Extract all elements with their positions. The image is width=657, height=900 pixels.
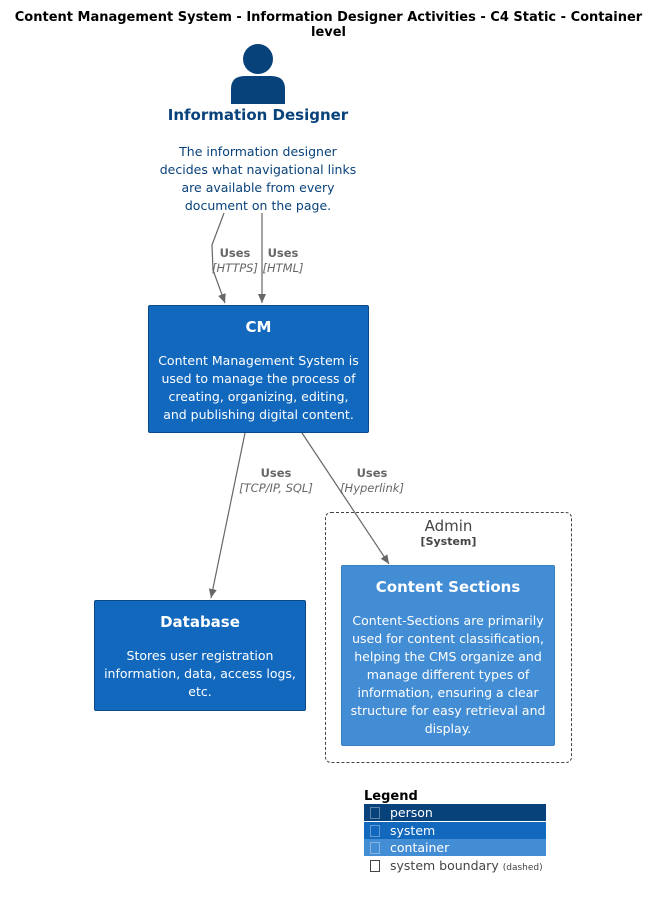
relationship-label-hyperlink: Uses [Hyperlink] xyxy=(340,466,404,495)
legend-item-system-boundary: system boundary (dashed) xyxy=(364,857,546,874)
container-content-sections[interactable]: Content Sections Content-Sections are pr… xyxy=(341,565,555,746)
system-database-name: Database xyxy=(160,613,240,631)
boundary-admin: Admin [System] xyxy=(325,512,572,763)
legend-swatch-icon xyxy=(370,860,380,872)
person-icon xyxy=(231,44,285,104)
arrow-cm-to-database xyxy=(208,432,246,599)
legend-item-person: person xyxy=(364,804,546,821)
arrow-cm-to-content-sections xyxy=(301,432,390,565)
relationship-label-tcpip-sql: Uses [TCP/IP, SQL] xyxy=(239,466,313,495)
boundary-type: [System] xyxy=(420,535,477,548)
legend-swatch-icon xyxy=(370,825,380,837)
system-database-description: Stores user registration information, da… xyxy=(104,648,296,699)
diagram-title: Content Management System - Information … xyxy=(14,10,643,40)
legend-title: Legend xyxy=(364,789,418,804)
relationship-label-https: Uses [HTTPS] xyxy=(212,246,258,275)
legend-swatch-icon xyxy=(370,842,380,854)
legend-swatch-icon xyxy=(370,807,380,819)
system-database[interactable]: Database Stores user registration inform… xyxy=(94,600,306,711)
system-cm-description: Content Management System is used to man… xyxy=(158,353,359,422)
system-cm-name: CM xyxy=(245,318,272,336)
boundary-name: Admin xyxy=(424,517,473,535)
legend-item-container: container xyxy=(364,839,546,856)
container-description: Content-Sections are primarily used for … xyxy=(350,613,546,736)
container-name: Content Sections xyxy=(375,578,521,596)
person-description: The information designer decides what na… xyxy=(159,144,357,213)
legend-item-system: system xyxy=(364,822,546,839)
person-name: Information Designer xyxy=(167,106,349,124)
arrow-designer-to-cm-https xyxy=(211,212,226,304)
system-cm[interactable]: CM Content Management System is used to … xyxy=(148,305,369,433)
relationship-label-html: Uses [HTML] xyxy=(262,246,304,275)
